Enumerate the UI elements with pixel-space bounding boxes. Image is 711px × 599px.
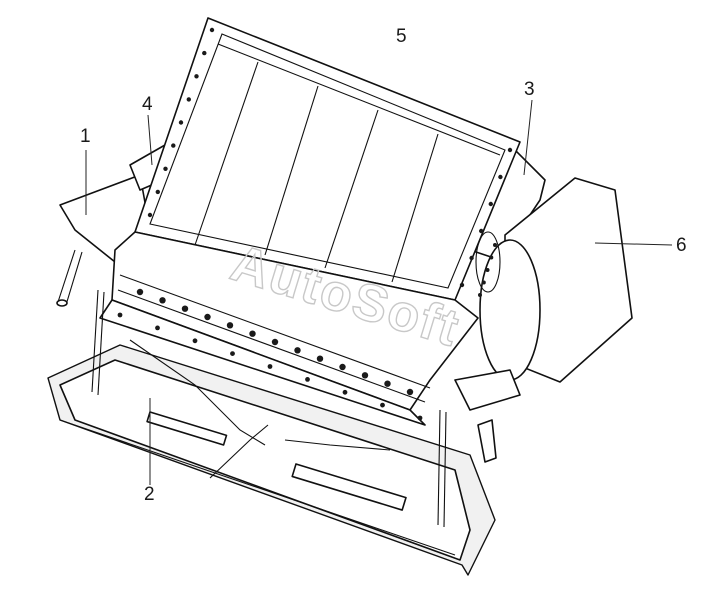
bolt-dot (459, 282, 465, 288)
bolt-dot (384, 380, 391, 387)
callout-4: 4 (142, 94, 153, 115)
bolt-dot (361, 372, 369, 379)
fastener-dots (117, 27, 513, 421)
callout-5: 5 (396, 26, 407, 47)
bolt-dot (136, 288, 144, 296)
bolt-dot (194, 74, 199, 79)
bolt-dot (226, 322, 234, 329)
bolt-dot (478, 293, 482, 297)
bolt-dot (192, 338, 198, 344)
bolt-dot (316, 355, 324, 362)
bolt-dot (147, 212, 153, 218)
bolt-dot (507, 147, 513, 153)
bolt-dot (178, 120, 184, 125)
bolt-dot (204, 313, 211, 321)
bolt-dot (485, 268, 490, 272)
bolt-dot (171, 143, 176, 148)
bolt-dot (305, 377, 310, 382)
bolt-dot (469, 255, 474, 261)
bolt-dot (488, 201, 493, 207)
callout-1: 1 (80, 126, 91, 147)
bolt-dot (342, 389, 348, 395)
bolt-dot (249, 330, 256, 337)
bolt-dot (181, 305, 189, 312)
bolt-dot (493, 243, 497, 247)
callout-6: 6 (676, 235, 687, 256)
bolt-dot (380, 402, 385, 408)
bolt-dot (479, 228, 484, 234)
bolt-dot (339, 363, 346, 371)
bolt-dot (498, 174, 503, 180)
bolt-dot (117, 312, 123, 318)
leader-lines (85, 99, 673, 485)
bolt-dot (155, 325, 160, 331)
bolt-dot (155, 189, 160, 195)
base-tray (47, 344, 496, 576)
bolt-dot (481, 280, 486, 285)
bolt-dot (417, 415, 423, 421)
bolt-dot (159, 297, 166, 304)
bolt-dot (294, 347, 301, 354)
callout-2: 2 (144, 484, 155, 505)
bolt-dot (267, 364, 273, 369)
bolt-dot (209, 27, 215, 33)
callout-3: 3 (524, 79, 535, 100)
bolt-dot (186, 97, 191, 102)
bolt-dot (230, 351, 235, 356)
bolt-dot (489, 255, 494, 260)
bolt-dot (271, 338, 279, 346)
bolt-dot (406, 388, 414, 396)
drive-housing (454, 177, 633, 463)
bolt-dot (163, 166, 168, 171)
bolt-dot (202, 50, 207, 56)
